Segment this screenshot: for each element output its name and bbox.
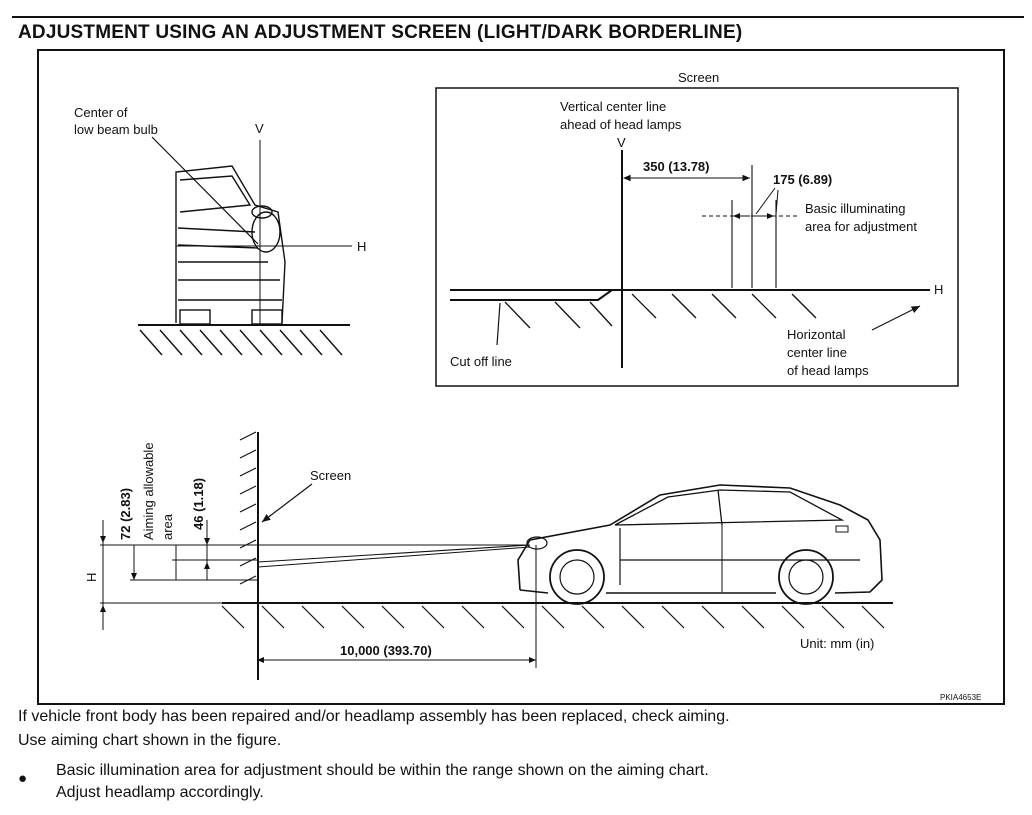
body-line-2: Use aiming chart shown in the figure.: [18, 732, 282, 749]
car-side-outline: [517, 484, 883, 594]
bullet-line-2: Adjust headlamp accordingly.: [56, 784, 264, 801]
bullet-symbol: ●: [18, 770, 28, 787]
title-rule: [12, 16, 1024, 18]
horizontal-center-label-1: Horizontal: [787, 327, 846, 342]
dim-350-label: 350 (13.78): [643, 159, 710, 174]
screen-h-label: H: [934, 282, 943, 297]
basic-area-label-1: Basic illuminating: [805, 201, 905, 216]
screen-detail-box: [435, 87, 959, 387]
vertical-center-label-1: Vertical center line: [560, 99, 666, 114]
front-h-label: H: [357, 239, 366, 254]
horizontal-center-label-3: of head lamps: [787, 363, 869, 378]
body-line-1: If vehicle front body has been repaired …: [18, 708, 730, 725]
screen-box-title: Screen: [678, 70, 719, 85]
dim-46-label: 46 (1.18): [191, 478, 206, 530]
car-front-outline: [175, 165, 286, 324]
figure-frame: [37, 49, 1005, 705]
rear-wheel: [778, 549, 834, 605]
dim-72-label: 72 (2.83): [118, 488, 133, 540]
side-screen-label: Screen: [310, 468, 351, 483]
page-title: ADJUSTMENT USING AN ADJUSTMENT SCREEN (L…: [18, 22, 743, 43]
front-ground-hatch: [139, 329, 343, 356]
front-v-label: V: [255, 121, 264, 136]
front-wheel: [549, 549, 605, 605]
unit-label: Unit: mm (in): [800, 636, 874, 651]
aim-area-label-1: Aiming allowable: [141, 442, 156, 540]
dim-175-label: 175 (6.89): [773, 172, 832, 187]
bullet-text: Basic illumination area for adjustment s…: [56, 760, 709, 804]
horizontal-center-label-2: center line: [787, 345, 847, 360]
cutoff-label: Cut off line: [450, 354, 512, 369]
side-view: [100, 431, 893, 680]
figure-ref-code: PKIA4653E: [940, 693, 981, 702]
side-ground-hatch: [221, 605, 885, 629]
bullet-line-1: Basic illumination area for adjustment s…: [56, 762, 709, 779]
front-center-label-1: Center of: [74, 105, 128, 120]
dim-10000-label: 10,000 (393.70): [340, 643, 432, 658]
front-center-label-2: low beam bulb: [74, 122, 158, 137]
aim-area-label-2: area: [160, 513, 175, 540]
screen-wall-hatch: [239, 431, 257, 585]
basic-area-label-2: area for adjustment: [805, 219, 917, 234]
side-h-label: H: [84, 573, 99, 582]
front-view: [138, 136, 352, 356]
screen-v-label: V: [617, 135, 626, 150]
vertical-center-label-2: ahead of head lamps: [560, 117, 682, 132]
screen-lines: [450, 150, 930, 368]
